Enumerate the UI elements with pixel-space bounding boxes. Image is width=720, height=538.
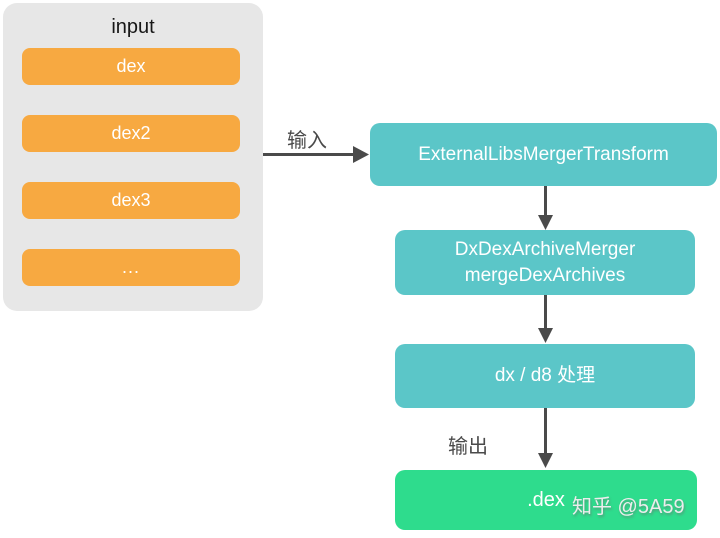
- arrow-merger-to-dxd8: [538, 295, 553, 343]
- node-merger-line2: mergeDexArchives: [464, 264, 626, 286]
- node-dx-d8-process: dx / d8 处理: [395, 344, 695, 408]
- node-external-libs-merger-transform: ExternalLibsMergerTransform: [370, 123, 717, 186]
- input-panel: input dex dex2 dex3 ...: [3, 3, 263, 311]
- input-edge-label: 输入: [287, 130, 327, 152]
- watermark: 知乎 @5A59: [572, 496, 685, 518]
- node-dx-dex-archive-merger: DxDexArchiveMerger mergeDexArchives: [395, 230, 695, 295]
- output-edge-label: 输出: [448, 436, 488, 458]
- node-merger-line1: DxDexArchiveMerger: [454, 238, 636, 260]
- arrow-dxd8-to-output: [538, 408, 553, 468]
- input-item-more: ...: [22, 249, 240, 286]
- input-panel-title: input: [111, 16, 155, 38]
- input-item-dex2: dex2: [22, 115, 240, 152]
- node-dex-output: .dex: [395, 470, 697, 530]
- arrow-transform-to-merger: [538, 186, 553, 230]
- input-item-dex3: dex3: [22, 182, 240, 219]
- input-item-dex: dex: [22, 48, 240, 85]
